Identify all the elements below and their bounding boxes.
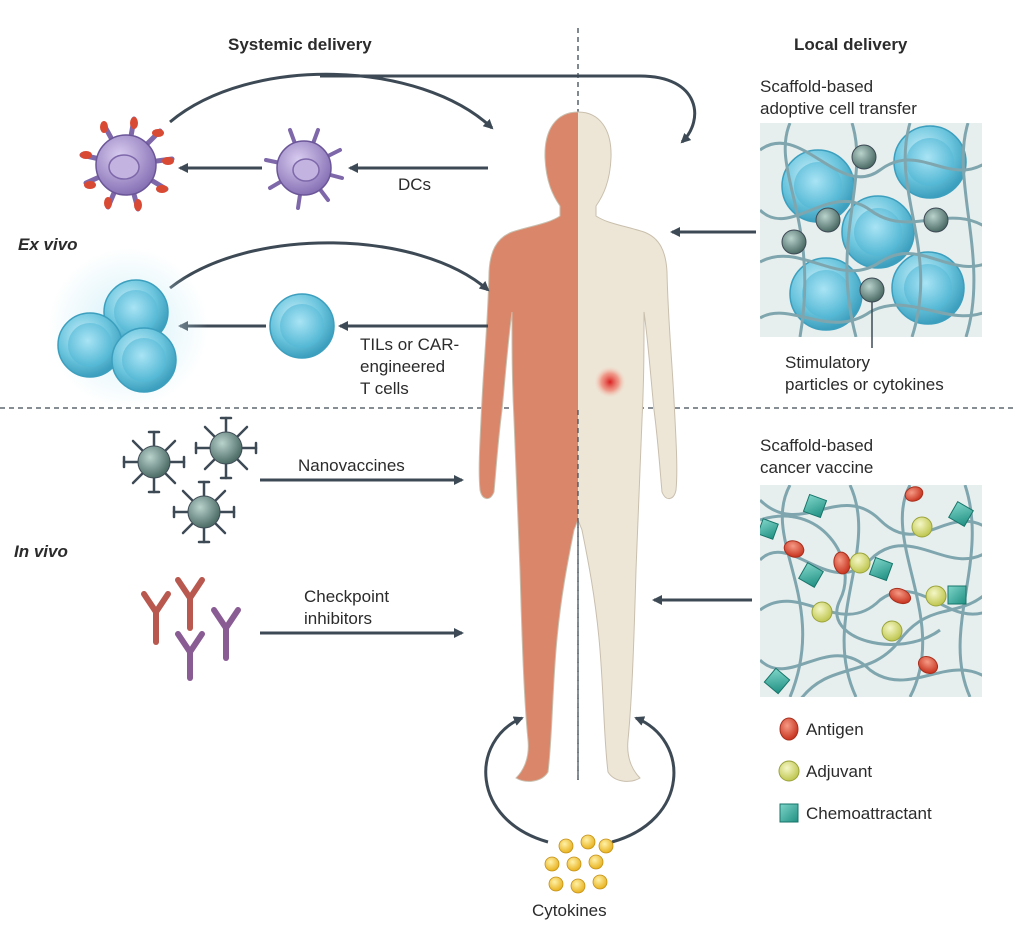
legend-antigen-label: Antigen xyxy=(806,720,864,739)
label-ex-vivo: Ex vivo xyxy=(18,235,78,254)
label-scaffold-vaccine-line-1: Scaffold-based xyxy=(760,436,874,455)
label-in-vivo: In vivo xyxy=(14,542,68,561)
legend-adjuvant-label: Adjuvant xyxy=(806,762,873,781)
label-dcs: DCs xyxy=(398,175,432,194)
antibody-icons xyxy=(141,577,241,681)
label-checkpoint-line-2: inhibitors xyxy=(304,609,373,628)
cytokine-particles xyxy=(544,834,614,894)
label-stimulatory: Stimulatory particles or cytokines xyxy=(785,352,944,396)
label-tils-line-1: TILs or CAR- xyxy=(360,335,460,354)
label-scaffold-vaccine-line-2: cancer vaccine xyxy=(760,458,874,477)
legend-chemoattractant-icon xyxy=(779,803,799,823)
arrows-cytokine-loop xyxy=(484,716,676,844)
expanded-tcells-icon xyxy=(48,248,208,408)
label-scaffold-vaccine: Scaffold-based cancer vaccine xyxy=(760,435,873,479)
header-local-delivery: Local delivery xyxy=(794,35,908,54)
legend-antigen-icon xyxy=(779,717,799,741)
label-stimulatory-line-2: particles or cytokines xyxy=(785,375,944,394)
label-tils: TILs or CAR- engineered T cells xyxy=(360,334,459,400)
header-systemic-delivery: Systemic delivery xyxy=(228,35,372,54)
label-stimulatory-line-1: Stimulatory xyxy=(785,353,871,372)
human-body xyxy=(478,111,678,782)
label-checkpoint-inhibitors: Checkpoint inhibitors xyxy=(304,586,389,630)
label-scaffold-act: Scaffold-based adoptive cell transfer xyxy=(760,76,917,120)
legend-adjuvant-icon xyxy=(778,760,800,782)
tumor-site xyxy=(594,366,626,398)
immature-dc-icon xyxy=(264,128,344,210)
label-tils-line-3: T cells xyxy=(360,379,409,398)
scaffold-vaccine-icon xyxy=(760,485,982,697)
activated-dc-icon xyxy=(79,116,175,212)
label-scaffold-act-line-1: Scaffold-based xyxy=(760,77,874,96)
label-tils-line-2: engineered xyxy=(360,357,446,376)
label-scaffold-act-line-2: adoptive cell transfer xyxy=(760,99,917,118)
label-nanovaccines: Nanovaccines xyxy=(298,456,405,475)
arrow-systemic-to-local xyxy=(320,74,697,144)
label-checkpoint-line-1: Checkpoint xyxy=(304,587,390,606)
scaffold-act-icon xyxy=(760,123,982,348)
nanovaccine-icons xyxy=(122,416,258,544)
arrows-dc-pathway xyxy=(169,72,494,173)
tcell-icon xyxy=(269,293,335,359)
label-cytokines: Cytokines xyxy=(532,901,607,920)
legend-chemoattractant-label: Chemoattractant xyxy=(806,804,932,823)
